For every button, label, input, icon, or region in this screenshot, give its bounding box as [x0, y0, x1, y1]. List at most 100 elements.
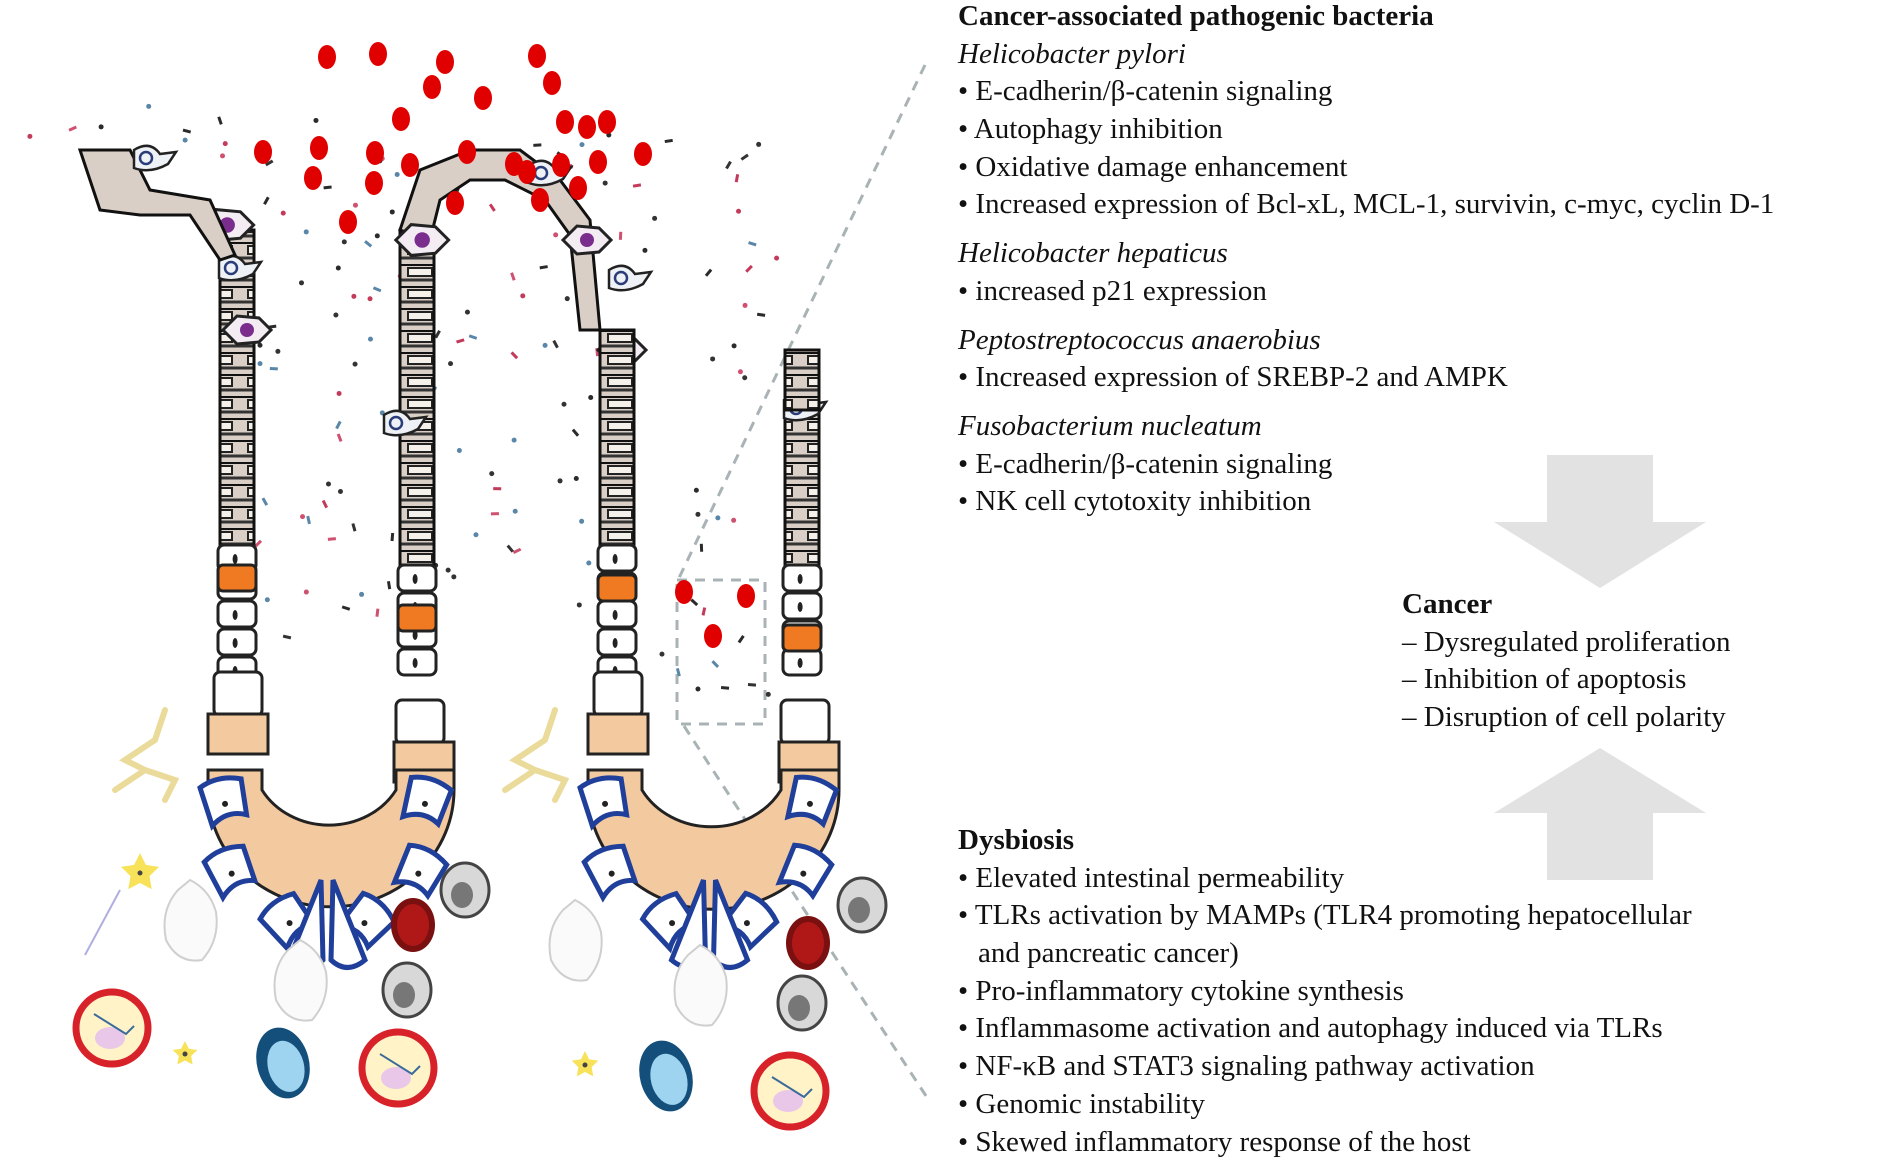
cell-nucleus: [413, 658, 418, 668]
bacterium-particle: [373, 288, 380, 291]
bacterium-particle: [326, 482, 331, 487]
cell-nucleus: [580, 233, 594, 247]
enterocyte-column: [600, 330, 634, 545]
pathogens-section: Cancer-associated pathogenic bacteria He…: [958, 0, 1774, 521]
bacterium-particle: [715, 515, 720, 520]
mast-cell-icon: [391, 898, 435, 952]
paneth-cell-icon: [783, 625, 821, 651]
bacterium-particle: [283, 636, 291, 638]
nerve-fiber-icon: [505, 710, 565, 800]
bacterium-particle: [642, 248, 647, 253]
bacterium-particle: [368, 296, 373, 301]
bacterium-particle: [712, 661, 718, 667]
paneth-cell-icon: [598, 575, 636, 601]
bacterium-particle: [573, 430, 578, 436]
bacterium-particle: [281, 211, 286, 216]
bacterium-particle: [390, 209, 395, 214]
dysbiosis-section: Dysbiosis • Elevated intestinal permeabi…: [958, 822, 1692, 1161]
bacterium-particle: [255, 541, 261, 547]
bacterium-particle: [565, 296, 570, 301]
bacterium-particle: [513, 509, 518, 514]
bacterium-particle: [574, 476, 579, 481]
apoptotic-cell-icon: [165, 880, 217, 961]
bacterium-particle: [342, 607, 350, 609]
bacterium-particle: [659, 652, 664, 657]
bacterium-particle: [743, 303, 748, 308]
dysbiosis-item: • NF-κB and STAT3 signaling pathway acti…: [958, 1048, 1692, 1086]
bacterium-particle: [513, 549, 520, 552]
cell-nucleus: [233, 610, 238, 620]
bacterium-icon: [474, 86, 492, 110]
bacterium-icon: [318, 45, 336, 69]
bacterium-particle: [328, 539, 336, 540]
bacterium-particle: [275, 349, 280, 354]
cell-nucleus: [613, 554, 618, 564]
bacterium-particle: [586, 560, 591, 565]
bacterium-particle: [359, 592, 364, 597]
cell-nucleus: [233, 638, 238, 648]
bacterium-icon: [518, 160, 536, 184]
bacterium-icon: [556, 110, 574, 134]
bacterium-particle: [695, 687, 700, 692]
bacterium-particle: [746, 266, 752, 272]
bacterium-particle: [665, 140, 673, 141]
bacterium-particle: [520, 293, 525, 298]
bacterium-particle: [304, 229, 309, 234]
bacterium-icon: [304, 166, 322, 190]
bacterium-icon: [589, 150, 607, 174]
bacterium-particle: [258, 361, 263, 366]
bacterium-icon: [528, 44, 546, 68]
bacterium-particle: [721, 687, 729, 688]
bacterium-particle: [377, 609, 378, 617]
bacterium-particle: [562, 402, 567, 407]
bacterium-particle: [69, 127, 76, 130]
b-cell-icon: [632, 1034, 701, 1117]
bacterium-icon: [531, 188, 549, 212]
intestinal-crypt: [80, 146, 454, 968]
bacterium-particle: [706, 270, 711, 276]
bacterium-icon: [737, 584, 755, 608]
pathogens-title: Cancer-associated pathogenic bacteria: [958, 0, 1774, 36]
bacterium-particle: [512, 352, 518, 358]
bacterium-particle: [324, 187, 332, 188]
cell-nucleus: [413, 574, 418, 584]
bacterium-particle: [451, 574, 456, 579]
bacterium-particle: [739, 636, 744, 643]
dysbiosis-item: • Genomic instability: [958, 1086, 1692, 1124]
bacterium-particle: [694, 488, 699, 493]
bacterium-icon: [310, 136, 328, 160]
bacterium-particle: [553, 232, 558, 237]
bacterium-particle: [457, 448, 462, 453]
bacterium-particle: [469, 336, 477, 339]
bacterium-particle: [265, 597, 270, 602]
cell-nucleus: [415, 232, 430, 247]
lymphocyte-icon: [383, 963, 431, 1017]
bacterium-particle: [264, 197, 268, 204]
bacterium-particle: [558, 478, 563, 483]
bacterium-particle: [633, 185, 641, 186]
bacterium-particle: [365, 241, 371, 246]
lymphocyte-icon: [838, 878, 886, 932]
bacterium-particle: [446, 568, 451, 573]
bacterium-particle: [338, 434, 341, 441]
bacterium-particle: [456, 340, 464, 342]
cancer-item: – Dysregulated proliferation: [1402, 624, 1731, 662]
bacterium-icon: [634, 142, 652, 166]
lymphocyte-icon: [441, 863, 489, 917]
bacterium-particle: [742, 375, 747, 380]
bacterium-icon: [423, 75, 441, 99]
bacterium-particle: [588, 395, 593, 400]
dysbiosis-item-continued: and pancreatic cancer): [958, 935, 1692, 973]
cancer-item: – Disruption of cell polarity: [1402, 699, 1731, 737]
cell-nucleus: [798, 658, 803, 668]
bacterium-icon: [598, 110, 616, 134]
bacterium-particle: [304, 590, 309, 595]
bacterium-particle: [220, 153, 225, 158]
bacterium-particle: [388, 581, 389, 589]
bacterium-particle: [726, 162, 730, 169]
bacterium-particle: [183, 130, 191, 132]
bacterium-particle: [223, 141, 228, 146]
bacterium-particle: [436, 331, 440, 338]
cell-nucleus: [798, 602, 803, 612]
bacterium-icon: [401, 153, 419, 177]
